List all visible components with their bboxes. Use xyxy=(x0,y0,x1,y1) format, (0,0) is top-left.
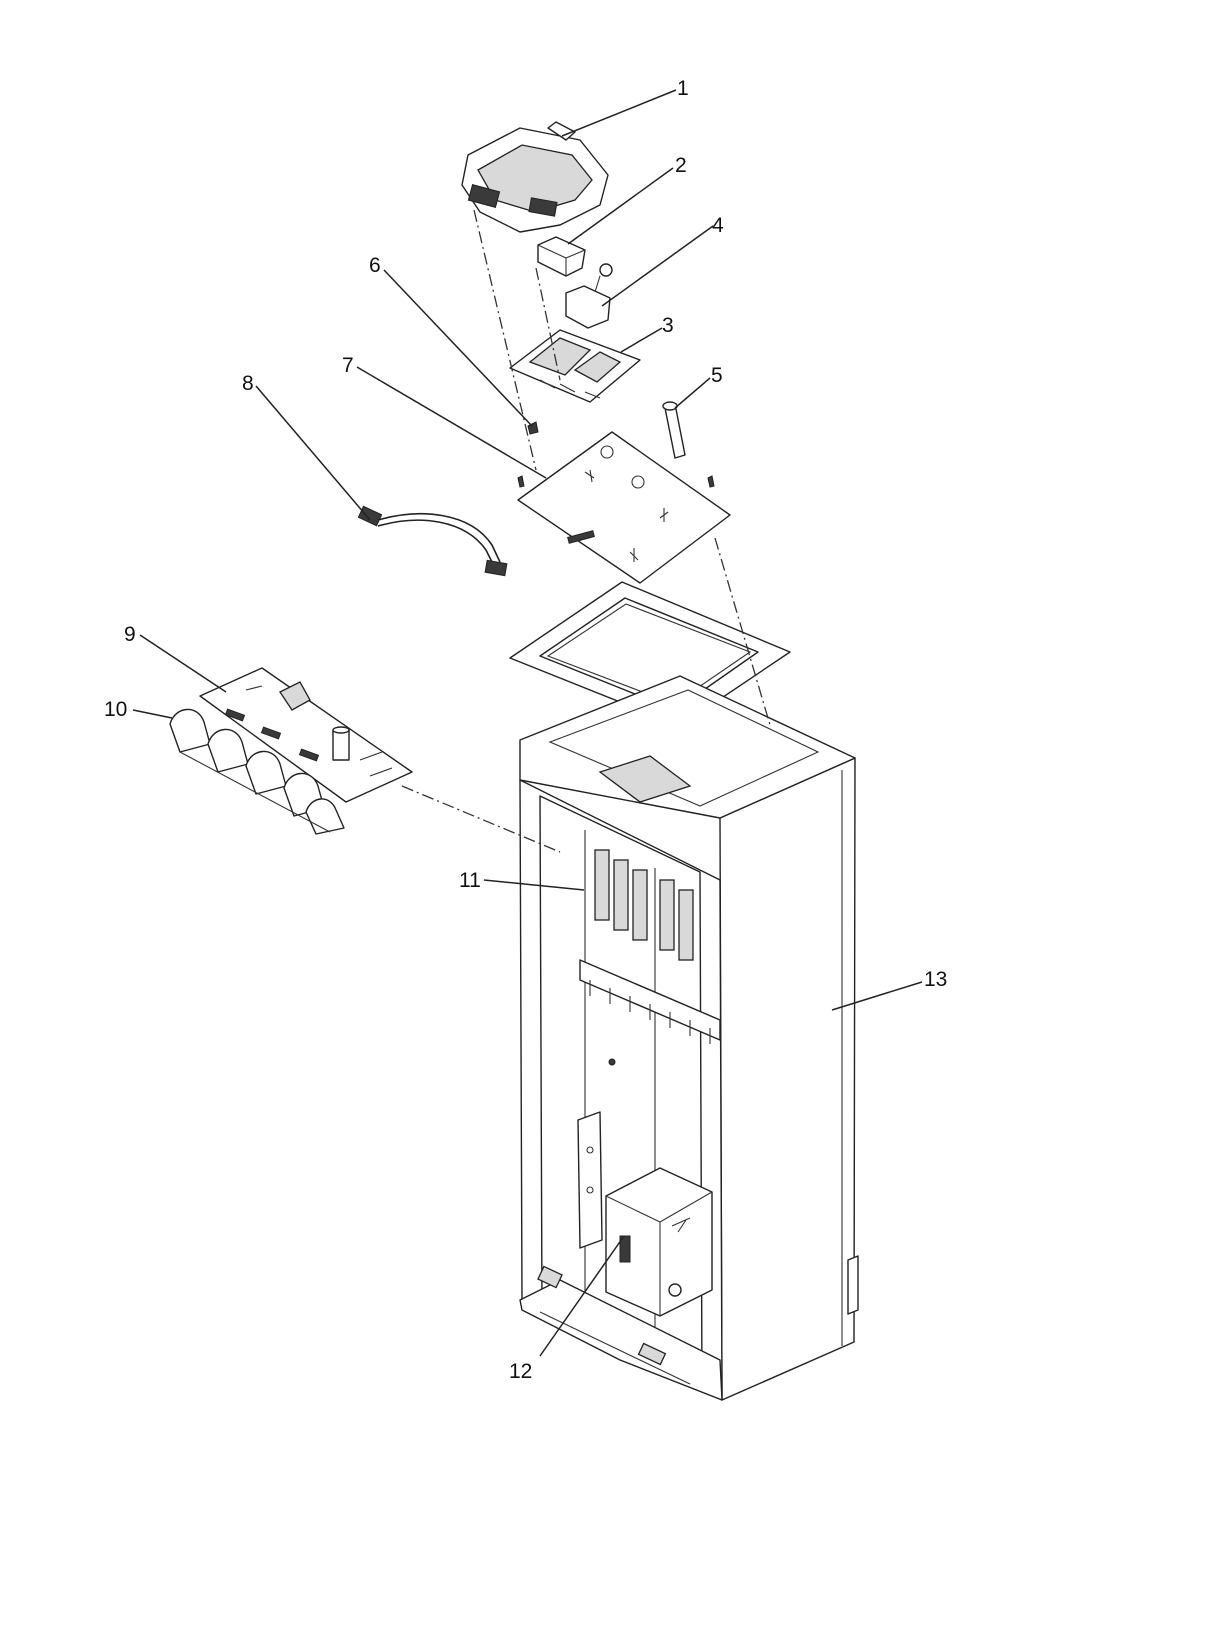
callout-10: 10 xyxy=(104,698,127,721)
part-9-relay-board xyxy=(199,667,413,803)
callout-6: 6 xyxy=(369,254,381,277)
alignment-lines xyxy=(401,209,771,853)
relay-bank xyxy=(579,849,721,1044)
callout-9: 9 xyxy=(124,623,136,646)
leader-lines xyxy=(132,89,923,1357)
part-1-cover xyxy=(461,121,609,233)
callout-1: 1 xyxy=(677,77,689,100)
part-4-bracket xyxy=(565,263,613,329)
callout-labels: 1 2 3 4 5 6 7 8 9 10 11 12 13 xyxy=(104,77,947,1383)
callout-12: 12 xyxy=(509,1360,532,1383)
part-5-fuse xyxy=(662,401,686,459)
part-2-block xyxy=(537,236,586,277)
callout-5: 5 xyxy=(711,364,723,387)
part-13-enclosure xyxy=(519,675,859,1401)
callout-13: 13 xyxy=(924,968,947,991)
callout-2: 2 xyxy=(675,154,687,177)
callout-3: 3 xyxy=(662,314,674,337)
part-7-mounting-plate xyxy=(517,431,731,584)
callout-8: 8 xyxy=(242,372,254,395)
callout-4: 4 xyxy=(712,214,724,237)
part-8-cable xyxy=(357,505,508,577)
part-10-clips xyxy=(169,708,345,835)
callout-11: 11 xyxy=(459,869,481,892)
callout-7: 7 xyxy=(342,354,354,377)
part-3-circuit-board xyxy=(509,329,641,403)
